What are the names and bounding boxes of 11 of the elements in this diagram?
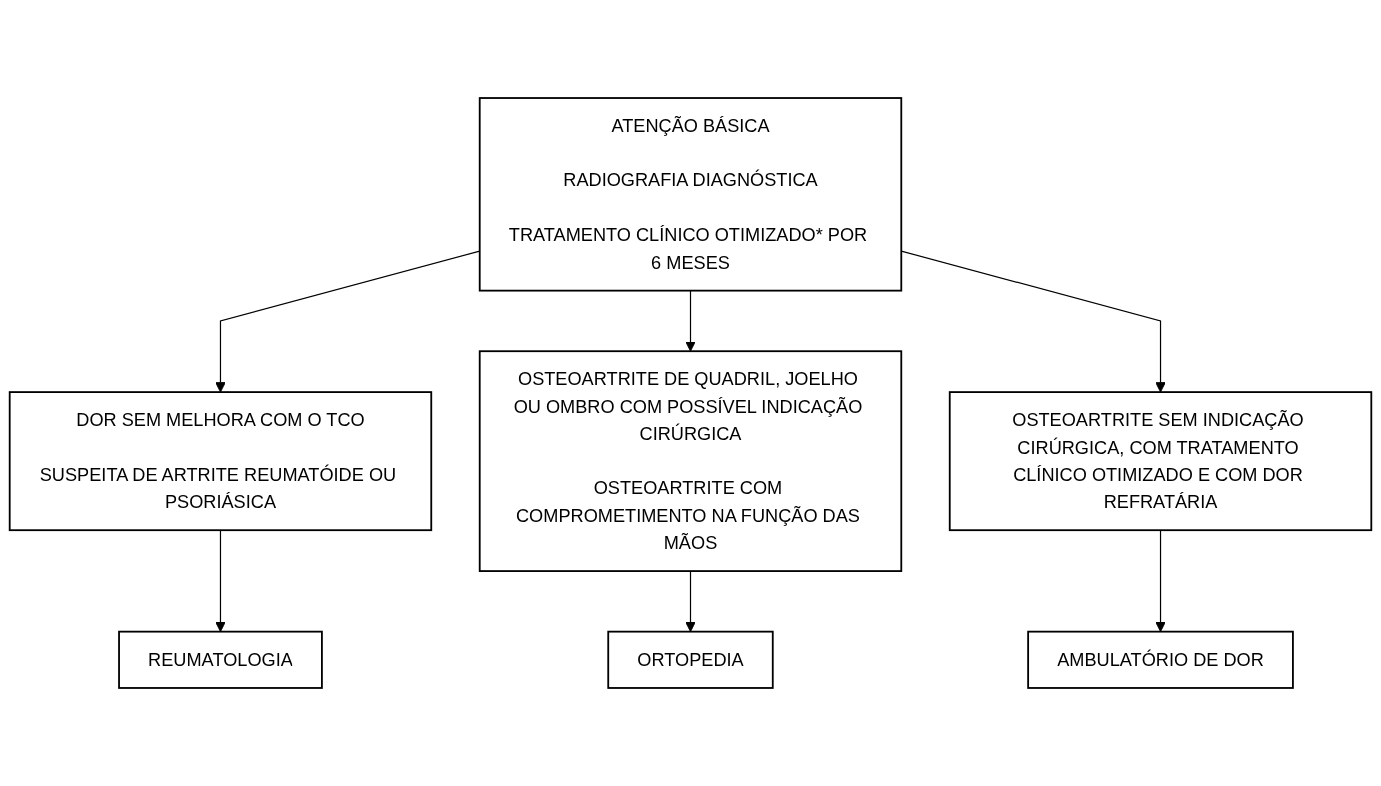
node-box: OSTEOARTRITE DE QUADRIL, JOELHO OU OMBRO COM POSSÍVEL INDICAÇÃO CIRÚRGICA OSTEOARTRITE COM COMPROMETIMENTO NA FUNÇÃO DAS MÃOS <box>478 350 903 572</box>
node-box: ORTOPEDIA <box>607 630 774 689</box>
node-box: AMBULATÓRIO DE DOR <box>1027 630 1294 689</box>
node-box: ATENÇÃO BÁSICA RADIOGRAFIA DIAGNÓSTICA TRATAMENTO CLÍNICO OTIMIZADO* POR 6 MESES <box>478 97 903 292</box>
node-box: DOR SEM MELHORA COM O TCO SUSPEITA DE ARTRITE REUMATÓIDE OU PSORIÁSICA <box>8 391 433 532</box>
node-box: REUMATOLOGIA <box>118 630 323 689</box>
arrow <box>1155 529 1166 633</box>
arrow <box>215 529 226 633</box>
arrow <box>685 570 696 633</box>
arrow <box>685 290 696 352</box>
node-box: OSTEOARTRITE SEM INDICAÇÃO CIRÚRGICA, COM TRATAMENTO CLÍNICO OTIMIZADO E COM DOR REFRATÁRIA <box>948 391 1373 532</box>
